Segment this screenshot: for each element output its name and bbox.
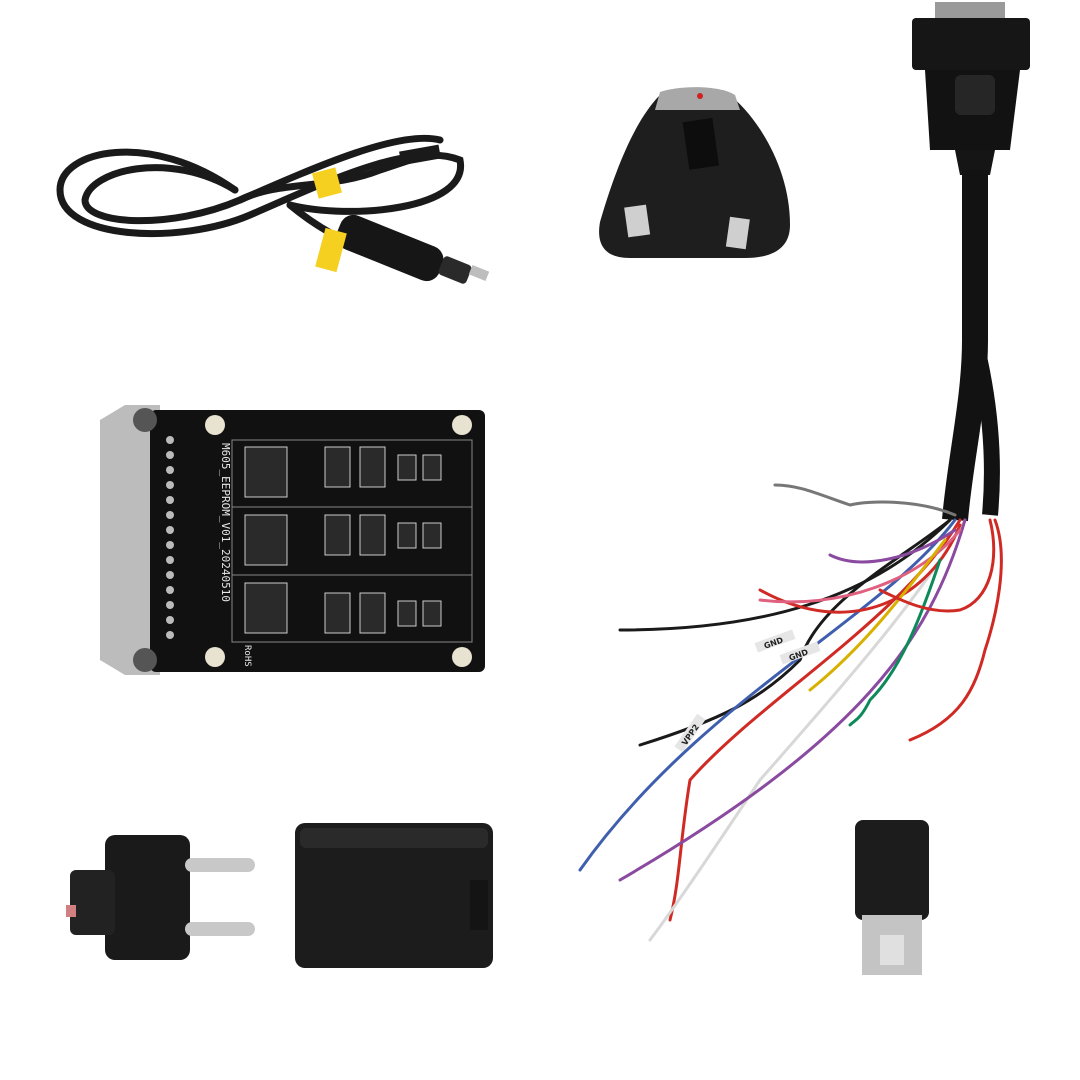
db15-wire-harness: GND GND VPP2 (578, 2, 1030, 942)
uk-plug-adapter (599, 87, 790, 258)
eeprom-adapter-board: M605_EEPROM_V01_20240510 RoHS (100, 405, 485, 675)
car-charger-cable (56, 134, 490, 284)
board-label: M605_EEPROM_V01_20240510 (219, 443, 232, 602)
eu-plug-adapter (66, 835, 255, 960)
obd-module (295, 823, 493, 968)
wire-label-gnd-1: GND (763, 635, 785, 650)
usb-c-to-usb-a-adapter (855, 820, 929, 975)
rohs-label: RoHS (242, 645, 252, 667)
